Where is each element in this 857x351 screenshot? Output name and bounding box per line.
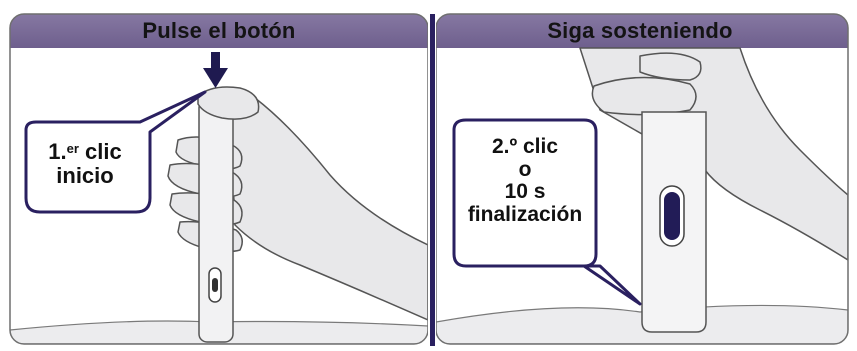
hand-icon-right: [579, 47, 848, 261]
thumb-left: [197, 86, 260, 120]
panel-divider: [430, 14, 435, 346]
panel-1-title: Pulse el botón: [142, 18, 296, 43]
callout-right-text: 2.º clic o 10 s finalización: [452, 135, 598, 227]
right-panel: [436, 14, 848, 344]
left-header-band: [10, 14, 428, 48]
callout-left-bubble: [24, 90, 207, 214]
callout-left-line2: inicio: [56, 162, 114, 188]
right-header-band: [436, 14, 848, 48]
callout-left-text: 1.er clic inicio: [30, 140, 140, 188]
callout-right-line1: 2.º clic: [491, 135, 559, 158]
callout-right-line4: finalización: [467, 203, 583, 227]
callout-right-bubble: [452, 118, 642, 306]
callout-right-line2: o: [518, 157, 532, 181]
panel-2-title: Siga sosteniendo: [547, 18, 733, 43]
injector-pen-icon-right: [641, 111, 707, 333]
down-arrow-icon: [203, 52, 228, 88]
callout-right-line3: 10 s: [504, 180, 546, 204]
callout-left-line1: 1.er clic: [48, 139, 122, 164]
injector-pen-icon: [198, 99, 234, 343]
left-panel: [10, 14, 428, 344]
